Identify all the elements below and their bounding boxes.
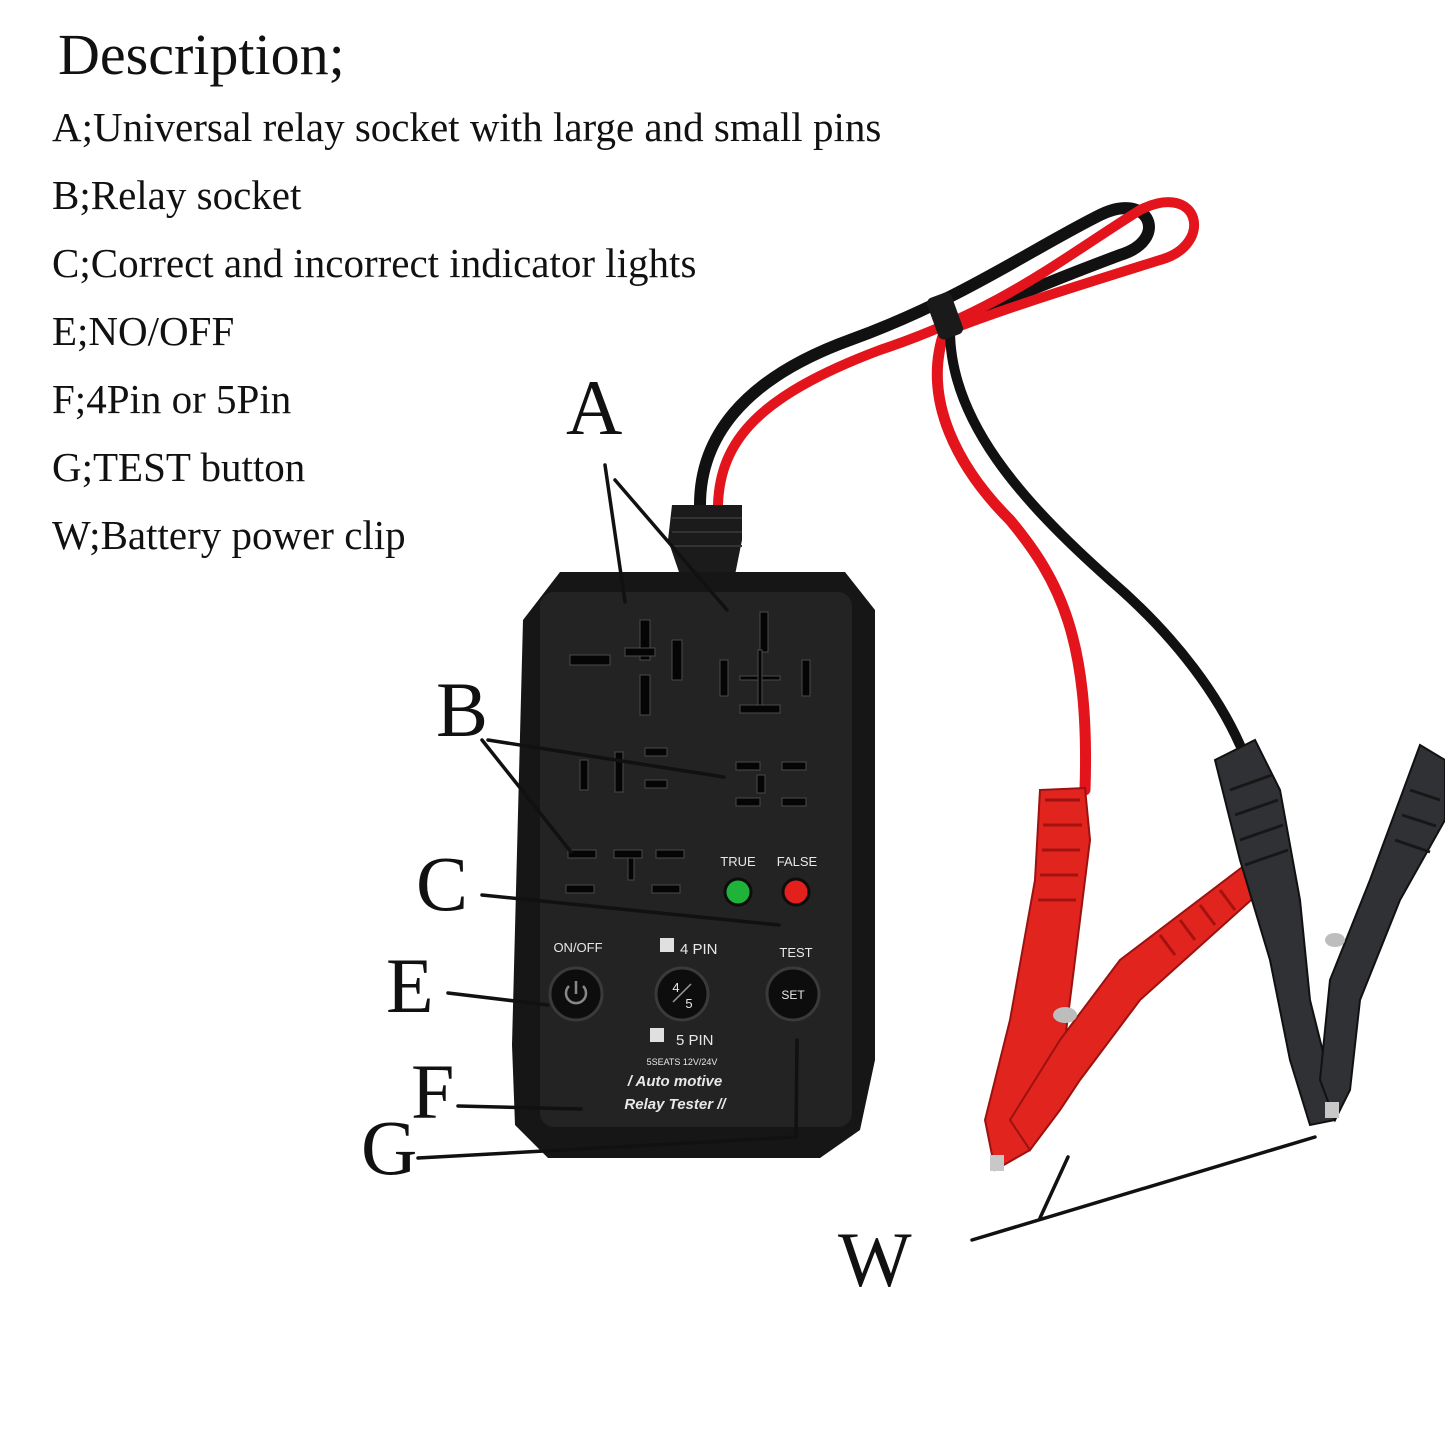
onoff-label: ON/OFF bbox=[553, 940, 602, 955]
switch-top-digit: 4 bbox=[672, 980, 679, 995]
description-item-a: A;Universal relay socket with large and … bbox=[52, 103, 882, 150]
brand-line-1: / Auto motive bbox=[627, 1073, 722, 1090]
description-block: Description; A;Universal relay socket wi… bbox=[52, 22, 881, 569]
callout-g: G bbox=[361, 1104, 417, 1191]
description-item-f: F;4Pin or 5Pin bbox=[52, 375, 292, 422]
true-label: TRUE bbox=[720, 854, 756, 869]
red-battery-clip bbox=[983, 786, 1262, 1172]
callout-b: B bbox=[436, 666, 488, 753]
universal-relay-socket bbox=[569, 611, 811, 716]
pin4-icon bbox=[660, 938, 674, 952]
relay-tester-device: TRUE FALSE ON/OFF 4 PIN TEST 4 5 SET 5 P… bbox=[512, 505, 875, 1158]
description-item-b: B;Relay socket bbox=[52, 171, 302, 218]
spec-text: 5SEATS 12V/24V bbox=[647, 1057, 718, 1067]
false-label: FALSE bbox=[777, 854, 818, 869]
relay-socket bbox=[565, 747, 807, 894]
description-item-w: W;Battery power clip bbox=[52, 511, 406, 558]
false-indicator-light bbox=[781, 877, 811, 907]
description-item-e: E;NO/OFF bbox=[52, 307, 235, 354]
power-icon bbox=[564, 985, 588, 1005]
switch-bottom-digit: 5 bbox=[685, 996, 692, 1011]
callout-c: C bbox=[416, 840, 468, 927]
brand-line-2: Relay Tester // bbox=[624, 1096, 727, 1113]
callout-w: W bbox=[838, 1216, 912, 1303]
description-item-g: G;TEST button bbox=[52, 443, 306, 490]
test-label: TEST bbox=[779, 945, 812, 960]
description-title: Description; bbox=[58, 22, 345, 87]
callout-a: A bbox=[566, 364, 622, 451]
pin5-icon bbox=[650, 1028, 664, 1042]
black-battery-clip bbox=[1213, 738, 1445, 1127]
pin5-label: 5 PIN bbox=[676, 1032, 714, 1049]
callout-f: F bbox=[411, 1048, 454, 1135]
pin-select-button[interactable]: 4 5 bbox=[654, 966, 710, 1022]
test-button[interactable]: SET bbox=[765, 966, 821, 1022]
true-indicator-light bbox=[723, 877, 753, 907]
power-button[interactable] bbox=[548, 966, 604, 1022]
description-item-c: C;Correct and incorrect indicator lights bbox=[52, 239, 697, 286]
set-label: SET bbox=[781, 988, 805, 1002]
pin4-label: 4 PIN bbox=[680, 941, 718, 958]
battery-cable bbox=[694, 197, 1245, 796]
callout-lines bbox=[416, 463, 1317, 1242]
callout-e: E bbox=[386, 942, 434, 1029]
